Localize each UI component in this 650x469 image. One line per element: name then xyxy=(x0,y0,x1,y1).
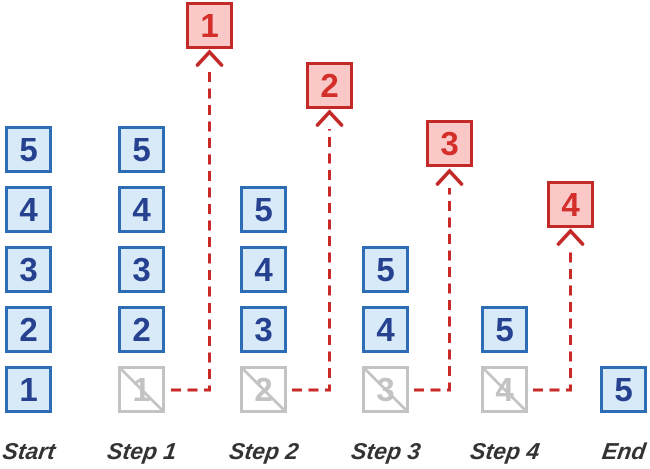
popped-box: 1 xyxy=(186,2,233,49)
stack-box: 5 xyxy=(118,126,165,173)
removed-box: 3 xyxy=(362,366,409,413)
stack-box: 5 xyxy=(481,306,528,353)
pop-connector-step-1 xyxy=(171,49,224,392)
popped-box: 3 xyxy=(426,120,473,167)
stack-box: 4 xyxy=(5,186,52,233)
dashed-path xyxy=(171,69,211,392)
stack-box: 4 xyxy=(118,186,165,233)
column-label: End xyxy=(600,438,648,464)
arrowhead-icon xyxy=(435,168,464,186)
column-start: 5 4 3 2 1 Start xyxy=(1,0,57,469)
stack-box: 5 xyxy=(5,126,52,173)
column-label: Step 2 xyxy=(227,438,300,464)
dashed-path xyxy=(533,248,572,392)
stack-box: 3 xyxy=(5,246,52,293)
popped-box: 2 xyxy=(306,62,353,109)
arrowhead-icon xyxy=(556,228,585,246)
pop-connector-step-4 xyxy=(533,228,585,392)
stack-box: 5 xyxy=(362,246,409,293)
removed-box: 4 xyxy=(481,366,528,413)
stack-box: 2 xyxy=(118,306,165,353)
column-label: Step 4 xyxy=(468,438,541,464)
arrowhead-icon xyxy=(195,49,224,67)
stack-box: 3 xyxy=(118,246,165,293)
stack-box: 5 xyxy=(240,186,287,233)
column-label: Start xyxy=(0,438,57,464)
column-step-3: 5 4 3 Step 3 xyxy=(349,0,422,469)
column-step-1: 5 4 3 2 1 Step 1 xyxy=(105,0,178,469)
popped-box: 4 xyxy=(547,181,594,228)
dashed-path xyxy=(292,129,331,392)
arrowhead-icon xyxy=(315,109,344,127)
stack-box: 4 xyxy=(240,246,287,293)
stack-box: 2 xyxy=(5,306,52,353)
column-end: 5 End xyxy=(600,0,647,469)
dashed-path xyxy=(414,188,451,392)
stack-box: 1 xyxy=(5,366,52,413)
stack-box: 5 xyxy=(600,366,647,413)
cross-line-icon xyxy=(484,369,525,410)
column-step-4: 5 4 Step 4 xyxy=(468,0,541,469)
pop-connector-step-2 xyxy=(292,109,344,392)
stack-box: 3 xyxy=(240,306,287,353)
column-step-2: 5 4 3 2 Step 2 xyxy=(227,0,300,469)
column-label: Step 1 xyxy=(105,438,178,464)
column-label: Step 3 xyxy=(349,438,422,464)
pop-connector-step-3 xyxy=(414,168,464,392)
removed-box: 2 xyxy=(240,366,287,413)
cross-line-icon xyxy=(121,369,162,410)
removed-box: 1 xyxy=(118,366,165,413)
stack-box: 4 xyxy=(362,306,409,353)
cross-line-icon xyxy=(243,369,284,410)
cross-line-icon xyxy=(365,369,406,410)
